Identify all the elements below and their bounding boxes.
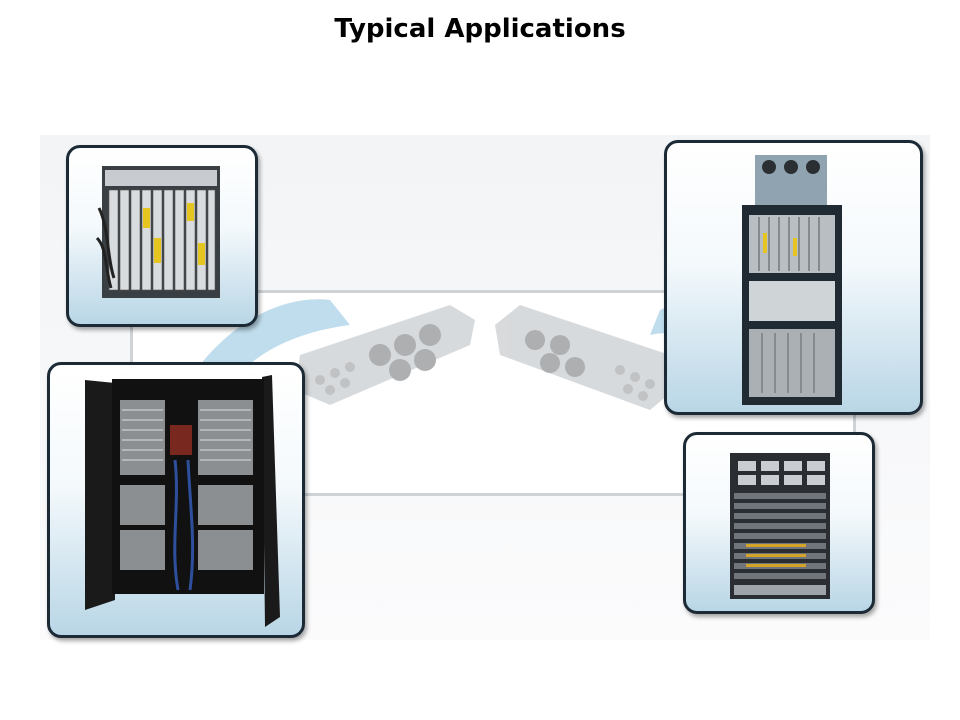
cabinet-panel (47, 362, 305, 638)
tall-chassis-panel (664, 140, 923, 415)
connector-illustration (200, 299, 720, 410)
cabinet-image (85, 375, 280, 627)
router-chassis-panel (66, 145, 258, 327)
router-chassis-image (95, 166, 220, 298)
switch-chassis-panel (683, 432, 875, 614)
tall-chassis-image (742, 155, 842, 405)
switch-chassis-image (730, 453, 830, 599)
page-title: Typical Applications (334, 14, 626, 44)
